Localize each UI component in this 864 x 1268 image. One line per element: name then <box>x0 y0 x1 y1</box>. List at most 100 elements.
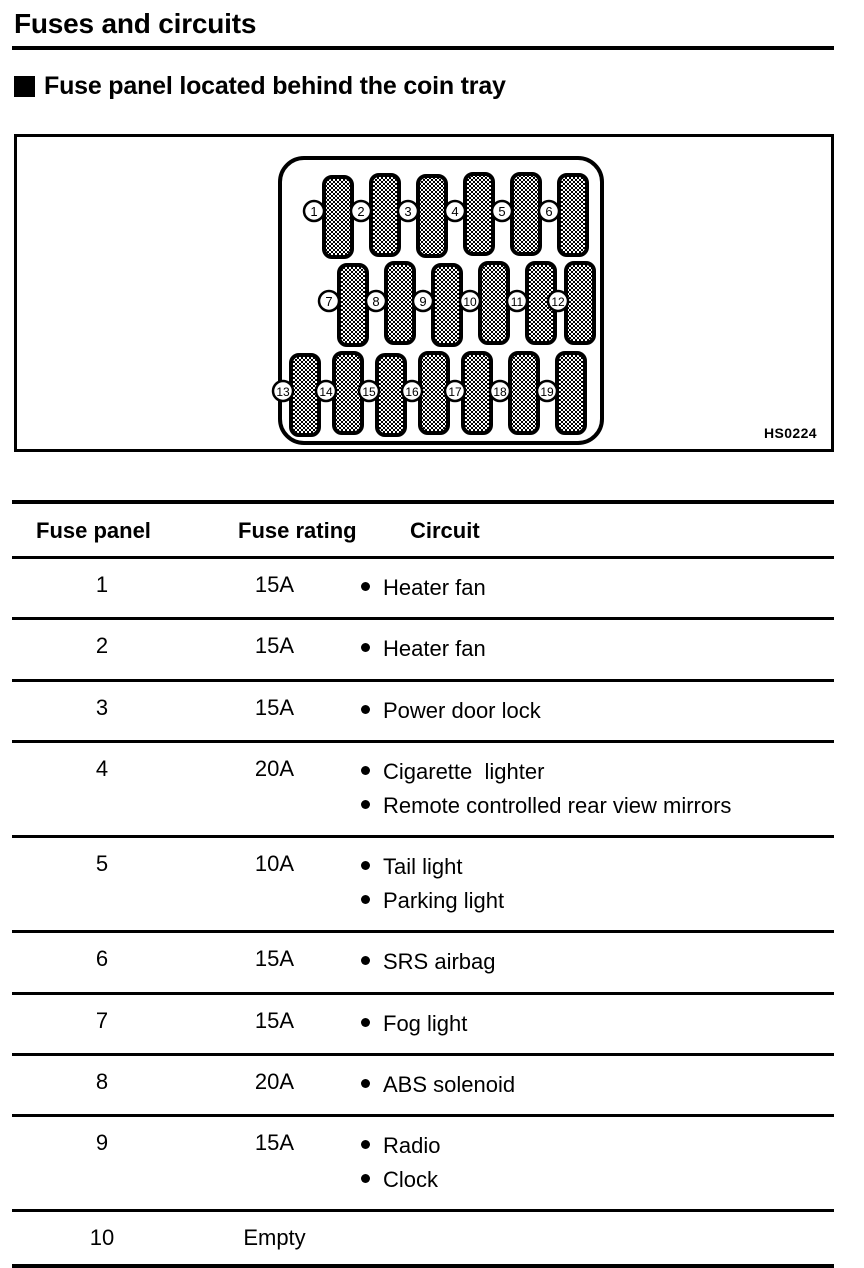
cell-fuse-panel: 8 <box>95 1068 109 1094</box>
cell-fuse-rating: 15A <box>254 1130 295 1156</box>
page-title: Fuses and circuits <box>14 8 257 39</box>
circuit-label: ABS solenoid <box>383 1071 516 1097</box>
svg-text:2: 2 <box>357 204 364 219</box>
bullet-icon <box>361 704 370 714</box>
cell-fuse-panel: 2 <box>95 633 109 659</box>
row-divider <box>12 1264 834 1268</box>
bullet-icon <box>361 799 370 809</box>
header-bottom-rule <box>12 556 834 559</box>
manual-page: Fuses and circuits Fuse panel located be… <box>12 8 834 1268</box>
svg-text:1: 1 <box>310 204 317 219</box>
bullet-icon <box>361 894 370 904</box>
svg-text:18: 18 <box>493 385 507 399</box>
row-divider <box>12 1052 834 1056</box>
cell-fuse-rating: 15A <box>254 1007 295 1033</box>
cell-circuit: SRS airbag <box>357 945 834 978</box>
svg-text:14: 14 <box>319 385 333 399</box>
circuit-item: Remote controlled rear view mirrors <box>361 789 834 822</box>
circuit-label: SRS airbag <box>383 949 496 975</box>
fuse-row-3 <box>289 351 587 437</box>
row-divider <box>12 1114 834 1118</box>
circuit-item: ABS solenoid <box>361 1068 834 1101</box>
circuit-label: Heater fan <box>383 636 486 662</box>
table-row: 1 15A Heater fan <box>12 559 834 617</box>
fuse-row-3-labels: 13 14 15 16 17 18 19 <box>271 379 559 403</box>
header-fuse-rating: Fuse rating <box>238 518 357 543</box>
svg-text:9: 9 <box>419 294 426 309</box>
header-circuit: Circuit <box>410 518 480 543</box>
fuse-row-2-labels: 7 8 9 10 11 12 <box>317 289 570 313</box>
circuit-label: Parking light <box>383 887 505 913</box>
svg-text:8: 8 <box>372 294 379 309</box>
table-row: 7 15A Fog light <box>12 995 834 1053</box>
section-heading: Fuse panel located behind the coin tray <box>14 72 506 101</box>
cell-fuse-panel: 6 <box>95 946 109 972</box>
row-divider <box>12 991 834 995</box>
cell-fuse-rating: 15A <box>254 946 295 972</box>
circuit-label: Fog light <box>383 1010 468 1036</box>
row-divider <box>12 740 834 744</box>
cell-circuit: ABS solenoid <box>357 1068 834 1101</box>
figure-fuse-panel: 1 2 3 4 5 6 <box>14 134 834 452</box>
bullet-icon <box>361 956 370 966</box>
svg-text:5: 5 <box>498 204 505 219</box>
section-heading-label: Fuse panel located behind the coin tray <box>44 72 506 100</box>
row-divider <box>12 835 834 839</box>
table-header-row: Fuse panel Fuse rating Circuit <box>12 504 834 556</box>
svg-text:4: 4 <box>451 204 458 219</box>
cell-fuse-panel: 4 <box>95 756 109 782</box>
circuit-label: Tail light <box>383 854 463 880</box>
svg-text:19: 19 <box>540 385 554 399</box>
row-divider <box>12 617 834 621</box>
circuit-item: Radio <box>361 1129 834 1162</box>
svg-text:10: 10 <box>463 295 477 309</box>
cell-fuse-panel: 7 <box>95 1007 109 1033</box>
circuit-label: Cigarette lighter <box>383 759 545 785</box>
cell-fuse-rating: 20A <box>254 756 295 782</box>
svg-text:6: 6 <box>545 204 552 219</box>
circuit-label: Clock <box>383 1166 439 1192</box>
table-top-rule <box>12 500 834 504</box>
title-divider <box>12 46 834 50</box>
cell-circuit: Heater fan <box>357 632 834 665</box>
circuit-item: Parking light <box>361 884 834 917</box>
cell-fuse-rating: Empty <box>243 1225 306 1251</box>
circuit-item: Fog light <box>361 1007 834 1040</box>
table-row: 8 20A ABS solenoid <box>12 1056 834 1114</box>
cell-fuse-rating: 10A <box>254 851 295 877</box>
circuit-item: Heater fan <box>361 632 834 665</box>
bullet-icon <box>361 582 370 591</box>
svg-text:11: 11 <box>511 295 524 309</box>
circuit-label: Remote controlled rear view mirrors <box>383 792 732 818</box>
bullet-icon <box>361 1017 370 1027</box>
bullet-icon <box>361 1078 370 1088</box>
cell-circuit: Heater fan <box>357 571 834 604</box>
fuse-row-2 <box>337 261 596 347</box>
circuit-item: Heater fan <box>361 571 834 604</box>
row-divider <box>12 1209 834 1213</box>
svg-text:3: 3 <box>404 204 411 219</box>
cell-fuse-rating: 20A <box>254 1068 295 1094</box>
circuit-label: Heater fan <box>383 575 486 600</box>
svg-text:17: 17 <box>448 385 462 399</box>
row-divider <box>12 930 834 934</box>
circuit-item: Cigarette lighter <box>361 755 834 788</box>
cell-fuse-panel: 1 <box>95 572 109 597</box>
cell-fuse-panel: 9 <box>95 1130 109 1156</box>
cell-circuit: Fog light <box>357 1007 834 1040</box>
circuit-item: Tail light <box>361 850 834 883</box>
svg-text:15: 15 <box>362 385 376 399</box>
cell-fuse-rating: 15A <box>254 572 295 597</box>
bullet-icon <box>361 643 370 653</box>
svg-text:13: 13 <box>276 385 290 399</box>
